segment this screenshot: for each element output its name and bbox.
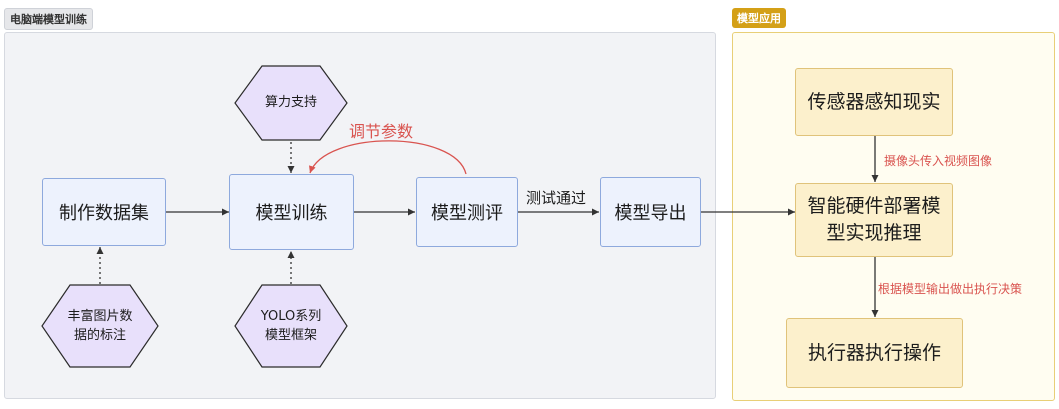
node-annotate-label: 丰富图片数据的标注 (67, 308, 133, 344)
edge-label-pass: 测试通过 (526, 187, 587, 208)
node-dataset: 制作数据集 (42, 178, 166, 246)
edge-label-tune: 调节参数 (349, 122, 414, 141)
hexagon-shape (41, 284, 159, 368)
node-hardware: 智能硬件部署模型实现推理 (795, 183, 953, 257)
node-yolo-label: YOLO系列模型框架 (260, 308, 322, 344)
node-test: 模型测评 (416, 177, 518, 247)
node-compute: 算力支持 (234, 65, 348, 141)
group-pc-training-label: 电脑端模型训练 (4, 8, 93, 30)
node-export: 模型导出 (600, 177, 701, 247)
node-actuator: 执行器执行操作 (786, 318, 963, 388)
edge-test-to-train-tune (309, 140, 467, 175)
node-train: 模型训练 (229, 174, 354, 250)
hexagon-shape (234, 65, 348, 141)
edge-label-decide: 根据模型输出做出执行决策 (878, 282, 1023, 296)
hexagon-shape (234, 284, 348, 368)
node-compute-label: 算力支持 (264, 95, 317, 111)
group-model-application-label: 模型应用 (732, 8, 786, 28)
node-sensor: 传感器感知现实 (795, 68, 953, 136)
node-annotate: 丰富图片数据的标注 (41, 284, 159, 368)
node-yolo: YOLO系列模型框架 (234, 284, 348, 368)
edge-label-camera: 摄像头传入视频图像 (884, 154, 993, 168)
